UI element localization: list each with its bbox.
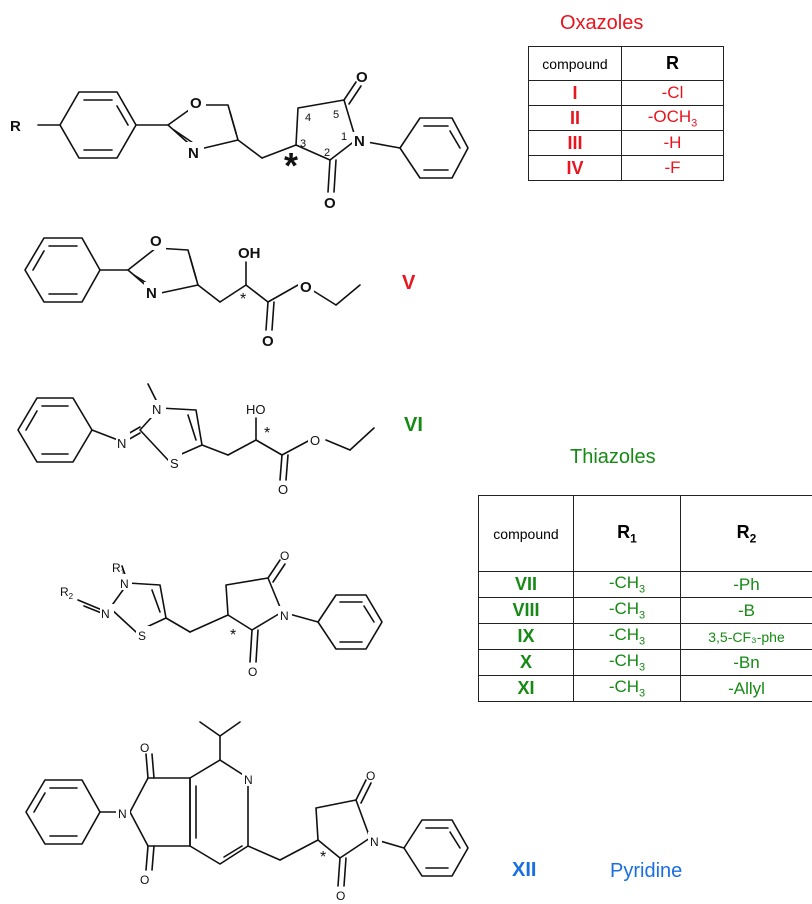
s5-o-top-left: O [140, 741, 149, 755]
thiazoles-header-compound: compound [478, 495, 574, 572]
s1-imide-n: N [354, 133, 365, 150]
s1-locant-3: 3 [300, 138, 306, 150]
s1-locant-5: 5 [333, 109, 339, 121]
thiazoles-header-r1: R1 [573, 495, 681, 572]
oxazole-r-cell: -Cl [621, 80, 724, 106]
oxazole-compound-cell: III [528, 130, 622, 156]
label-compound-vi: VI [404, 414, 423, 436]
oxazole-compound-cell: II [528, 105, 622, 131]
table-row: VII -CH3 -Ph [478, 571, 812, 598]
oxazole-r-cell: -OCH3 [621, 105, 724, 131]
table-row: III -H [528, 130, 724, 156]
s4-r1-label: R1 [112, 561, 126, 577]
thiazole-r1-cell: -CH3 [573, 649, 681, 676]
table-row: IX -CH3 3,5-CF₃-phe [478, 623, 812, 650]
thiazole-compound-cell: XI [478, 675, 574, 702]
s3-stereo-star: * [264, 425, 270, 442]
s4-o-bottom: O [248, 665, 257, 679]
s5-o-top-right: O [366, 769, 375, 783]
s5-pyridine-n: N [244, 773, 253, 787]
s2-ester-o: O [300, 279, 312, 296]
s5-stereo-star: * [320, 849, 326, 866]
s1-o-top: O [356, 69, 368, 86]
oxazole-compound-cell: IV [528, 155, 622, 181]
s4-o-top: O [280, 549, 289, 563]
table-row: XI -CH3 -Allyl [478, 675, 812, 702]
table-row: X -CH3 -Bn [478, 649, 812, 676]
structure-v [24, 237, 361, 331]
oxazoles-title: Oxazoles [560, 12, 644, 34]
s4-r2-label: R2 [60, 585, 74, 601]
thiazole-r2-cell: 3,5-CF₃-phe [680, 623, 812, 650]
s1-locant-2: 2 [324, 147, 330, 159]
s1-r-label: R [10, 118, 21, 135]
s1-oxazole-n: N [188, 145, 199, 162]
thiazole-compound-cell: X [478, 649, 574, 676]
s5-n-right: N [370, 835, 379, 849]
s5-o-bottom-right: O [336, 889, 345, 903]
oxazole-compound-cell: I [528, 80, 622, 106]
thiazole-r2-cell: -B [680, 597, 812, 624]
oxazoles-header-compound: compound [528, 46, 622, 81]
thiazole-r2-cell: -Bn [680, 649, 812, 676]
structure-oxazole-succinimide [37, 81, 469, 193]
thiazoles-title: Thiazoles [570, 446, 656, 468]
s4-imide-n: N [280, 609, 289, 623]
s1-stereo-star: * [284, 145, 298, 186]
s2-oxazole-o: O [150, 233, 162, 250]
pyridine-title: Pyridine [610, 860, 683, 882]
s1-locant-1: 1 [341, 131, 347, 143]
s1-oxazole-o: O [190, 95, 202, 112]
s4-ring-s: S [138, 629, 146, 643]
oxazoles-header-r: R [621, 46, 724, 81]
oxazole-r-cell: -F [621, 155, 724, 181]
s3-ho: HO [246, 402, 266, 417]
s2-carbonyl-o: O [262, 333, 274, 350]
thiazole-r1-cell: -CH3 [573, 623, 681, 650]
s4-ring-n: N [120, 577, 129, 591]
s1-locant-4: 4 [305, 112, 311, 124]
s5-o-bottom-left: O [140, 873, 149, 887]
thiazole-compound-cell: VII [478, 571, 574, 598]
oxazoles-table: compound R I -Cl II -OCH3 III -H IV -F [528, 46, 724, 181]
label-compound-v: V [402, 272, 416, 294]
s4-stereo-star: * [230, 627, 236, 644]
s4-imine-n: N [101, 607, 110, 621]
oxazole-r-cell: -H [621, 130, 724, 156]
s3-ring-s: S [170, 456, 179, 471]
s2-oxazole-n: N [146, 285, 157, 302]
s5-n-left: N [118, 807, 127, 821]
thiazole-r2-cell: -Allyl [680, 675, 812, 702]
table-row: II -OCH3 [528, 105, 724, 131]
oxazoles-header-row: compound R [528, 46, 724, 81]
thiazole-r1-cell: -CH3 [573, 597, 681, 624]
thiazole-r2-cell: -Ph [680, 571, 812, 598]
s3-imine-n: N [117, 436, 126, 451]
structure-xii [25, 721, 469, 887]
thiazoles-table: compound R1 R2 VII -CH3 -Ph VIII -CH3 -B… [478, 495, 812, 702]
thiazoles-header-row: compound R1 R2 [478, 495, 812, 572]
s3-ring-n: N [152, 402, 161, 417]
thiazole-r1-cell: -CH3 [573, 571, 681, 598]
thiazole-compound-cell: VIII [478, 597, 574, 624]
table-row: IV -F [528, 155, 724, 181]
table-row: I -Cl [528, 80, 724, 106]
label-compound-xii: XII [512, 859, 537, 881]
s1-o-bottom: O [324, 195, 336, 212]
s2-stereo-star: * [240, 291, 246, 308]
thiazole-compound-cell: IX [478, 623, 574, 650]
thiazole-r1-cell: -CH3 [573, 675, 681, 702]
s3-carbonyl-o: O [278, 482, 288, 497]
s2-oh: OH [238, 245, 261, 262]
table-row: VIII -CH3 -B [478, 597, 812, 624]
thiazoles-header-r2: R2 [680, 495, 812, 572]
s3-ester-o: O [310, 433, 320, 448]
